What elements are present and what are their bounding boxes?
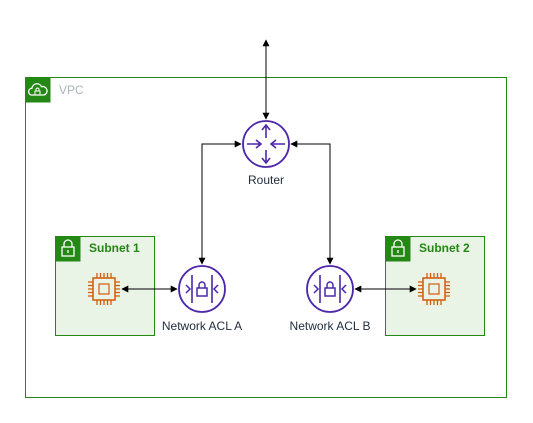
connector-router-acl-a[interactable]: [198, 140, 242, 265]
router-icon[interactable]: [242, 120, 290, 168]
router-label: Router: [248, 173, 284, 187]
network-acl-a-label: Network ACL A: [162, 319, 242, 333]
network-acl-b-icon[interactable]: [306, 265, 354, 313]
subnet-1-label: Subnet 1: [89, 241, 140, 255]
subnet-2-group[interactable]: Subnet 2: [385, 236, 485, 336]
vpc-label: VPC: [59, 83, 84, 97]
subnet-1-group[interactable]: Subnet 1: [55, 236, 155, 336]
subnet-2-lock-icon: [385, 236, 411, 262]
subnet-1-lock-icon: [55, 236, 81, 262]
ec2-instance-1-icon[interactable]: [88, 273, 120, 305]
network-acl-a-icon[interactable]: [178, 265, 226, 313]
ec2-instance-2-icon[interactable]: [418, 273, 450, 305]
vpc-cloud-lock-icon: [25, 77, 51, 103]
network-acl-b-label: Network ACL B: [290, 319, 371, 333]
connector-router-acl-b[interactable]: [290, 140, 334, 265]
subnet-2-label: Subnet 2: [419, 241, 470, 255]
